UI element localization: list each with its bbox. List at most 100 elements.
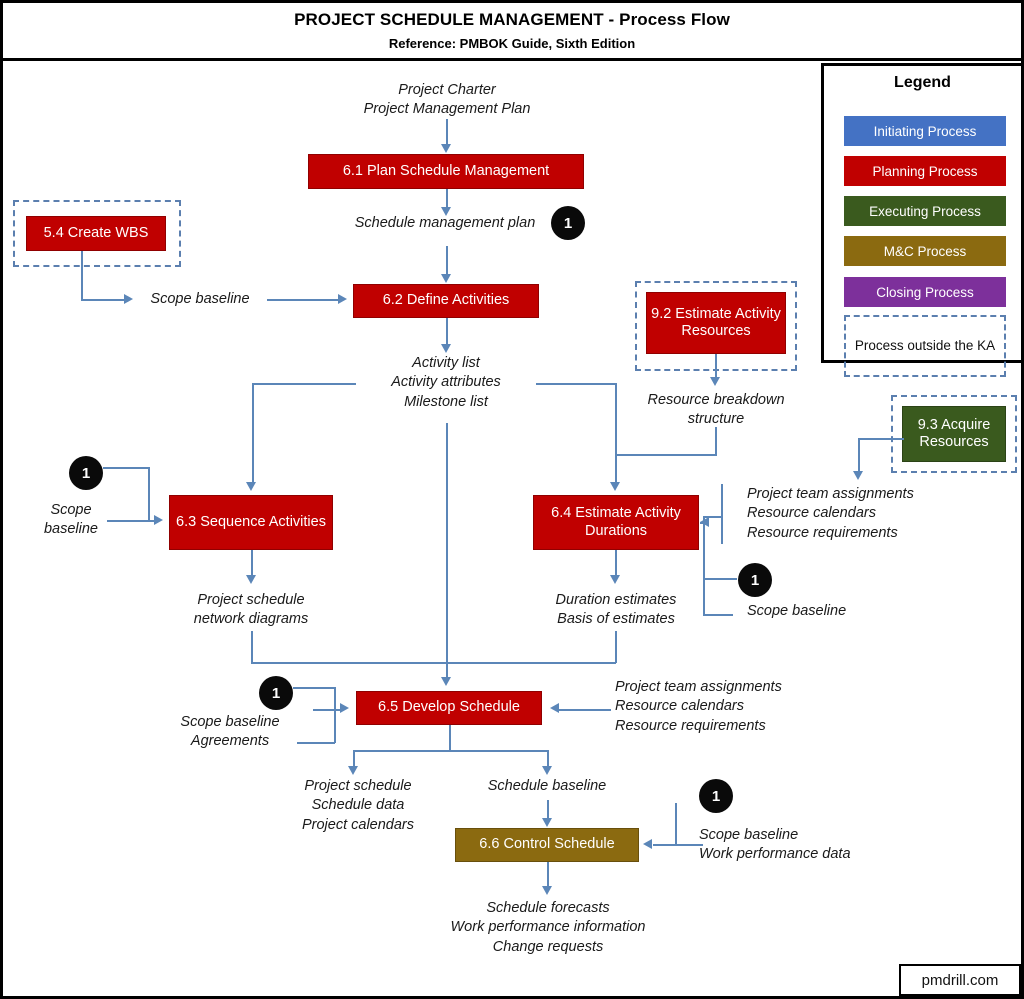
arrowhead-charter-to-61 — [441, 144, 451, 153]
flow-label-schedule-management-plan: Schedule management plan — [354, 215, 536, 231]
connector-54-down — [81, 251, 83, 300]
process-9-3-acquire-resources[interactable]: 9.3 Acquire Resources — [902, 406, 1006, 462]
connector-badge2-down — [148, 467, 150, 521]
flow-label-activity-outputs: Activity list Activity attributes Milest… — [391, 355, 501, 410]
flow-label-scope-baseline-durations: Scope baseline — [747, 603, 847, 619]
connector-scope-baseline-64 — [703, 614, 733, 616]
connector-team-inputs-stub-64 — [703, 516, 723, 518]
flow-label-team-inputs-durations: Project team assignments Resource calend… — [747, 486, 914, 541]
process-9-2-estimate-activity-resources[interactable]: 9.2 Estimate Activity Resources — [646, 292, 786, 354]
connector-scope65-stub — [313, 709, 341, 711]
arrowhead-63-to-outputs — [246, 575, 256, 584]
arrowhead-scope-to-62 — [338, 294, 347, 304]
legend-panel: Legend Initiating Process Planning Proce… — [821, 63, 1021, 377]
arrowhead-baseline-to-66 — [542, 818, 552, 827]
connector-outputs-left-down — [252, 383, 254, 483]
flow-label-resource-breakdown-structure: Resource breakdown structure — [647, 392, 785, 428]
legend-item-mc: M&C Process — [844, 236, 1006, 266]
badge-1-scope-baseline-sequence: 1 — [69, 456, 103, 490]
connector-team-inputs-bracket-64 — [721, 484, 723, 544]
flow-label-schedule-outputs: Project schedule Schedule data Project c… — [301, 778, 415, 833]
legend-item-closing: Closing Process — [844, 277, 1006, 307]
arrowhead-scope-to-65 — [340, 703, 349, 713]
connector-93-left — [858, 438, 904, 440]
arrowhead-64-to-outputs — [610, 575, 620, 584]
diagram-header: PROJECT SCHEDULE MANAGEMENT - Process Fl… — [3, 3, 1021, 61]
connector-outputs-right-down — [615, 383, 617, 483]
connector-control-inputs-down — [675, 803, 677, 845]
outside-ka-container-9-3 — [891, 395, 1017, 473]
connector-outputs-to-65 — [446, 423, 448, 678]
connector-63-down — [251, 550, 253, 577]
arrowhead-team-to-65 — [550, 703, 559, 713]
flow-label-control-outputs: Schedule forecasts Work performance info… — [450, 900, 646, 955]
process-6-4-estimate-activity-durations[interactable]: 6.4 Estimate Activity Durations — [533, 495, 699, 550]
connector-team-to-65 — [559, 709, 611, 711]
connector-65-split — [353, 750, 549, 752]
arrowhead-54-to-scope — [124, 294, 133, 304]
arrowhead-66-to-outputs — [542, 886, 552, 895]
outside-ka-container-5-4 — [13, 200, 181, 267]
flow-label-schedule-baseline: Schedule baseline — [487, 778, 607, 794]
connector-rbs-down — [715, 427, 717, 455]
legend-title: Legend — [894, 74, 951, 91]
connector-54-right — [81, 299, 125, 301]
process-6-6-control-schedule[interactable]: 6.6 Control Schedule — [455, 828, 639, 862]
connector-de-down — [615, 631, 617, 663]
flow-label-scope-agreements-develop: Scope baseline Agreements — [180, 714, 280, 750]
arrowhead-outputs-to-63 — [246, 482, 256, 491]
connector-66-down — [547, 862, 549, 888]
connector-outputs-right — [536, 383, 616, 385]
arrowhead-outputs-to-64 — [610, 482, 620, 491]
process-5-4-create-wbs[interactable]: 5.4 Create WBS — [26, 216, 166, 251]
connector-badge2-right — [103, 467, 149, 469]
connector-nd-down — [251, 631, 253, 663]
connector-charter-to-61 — [446, 119, 448, 145]
arrowhead-62-to-outputs — [441, 344, 451, 353]
badge-1-scope-baseline-develop: 1 — [259, 676, 293, 710]
arrowhead-65-to-schedule-outputs — [348, 766, 358, 775]
process-6-2-define-activities[interactable]: 6.2 Define Activities — [353, 284, 539, 318]
arrowhead-control-inputs-to-66 — [643, 839, 652, 849]
arrowhead-outputs-to-65 — [441, 677, 451, 686]
flow-label-team-inputs-develop: Project team assignments Resource calend… — [615, 679, 782, 734]
connector-61-to-smp — [446, 189, 448, 209]
page-title: PROJECT SCHEDULE MANAGEMENT - Process Fl… — [294, 10, 730, 29]
connector-92-down — [715, 354, 717, 379]
arrowhead-scope-to-63 — [154, 515, 163, 525]
arrowhead-93-down — [853, 471, 863, 480]
arrowhead-61-to-smp — [441, 207, 451, 216]
connector-scope-to-62 — [267, 299, 339, 301]
connector-control-inputs-left — [653, 844, 677, 846]
connector-93-down — [858, 438, 860, 474]
connector-outputs-left — [252, 383, 356, 385]
flow-label-control-inputs: Scope baseline Work performance data — [699, 827, 851, 863]
connector-62-down — [446, 318, 448, 346]
connector-scope-to-63 — [107, 520, 155, 522]
connector-64-right-vert — [703, 516, 705, 615]
badge-1-control-inputs: 1 — [699, 779, 733, 813]
connector-rbs-left — [615, 454, 717, 456]
legend-item-outside-ka: Process outside the KA — [844, 315, 1006, 377]
flow-label-scope-baseline-from-wbs: Scope baseline — [150, 291, 250, 307]
badge-1-schedule-management-plan: 1 — [551, 206, 585, 240]
legend-item-planning: Planning Process — [844, 156, 1006, 186]
arrowhead-inputs-to-64 — [700, 517, 709, 527]
arrowhead-92-to-rbs — [710, 377, 720, 386]
connector-65-left-down — [353, 750, 355, 768]
process-6-1-plan-schedule-management[interactable]: 6.1 Plan Schedule Management — [308, 154, 584, 189]
connector-smp-to-62 — [446, 246, 448, 276]
footer-site-badge: pmdrill.com — [899, 964, 1021, 996]
badge-1-scope-baseline-durations: 1 — [738, 563, 772, 597]
connector-65-down — [449, 725, 451, 751]
connector-baseline-to-66 — [547, 800, 549, 820]
connector-badge-64 — [703, 578, 737, 580]
flow-label-charter-inputs: Project Charter Project Management Plan — [363, 82, 531, 118]
process-6-5-develop-schedule[interactable]: 6.5 Develop Schedule — [356, 691, 542, 725]
connector-nd-right — [251, 662, 447, 664]
connector-badge4-right — [293, 687, 335, 689]
flow-label-network-diagrams: Project schedule network diagrams — [193, 592, 309, 628]
flow-label-duration-estimates: Duration estimates Basis of estimates — [555, 592, 677, 628]
process-6-3-sequence-activities[interactable]: 6.3 Sequence Activities — [169, 495, 333, 550]
